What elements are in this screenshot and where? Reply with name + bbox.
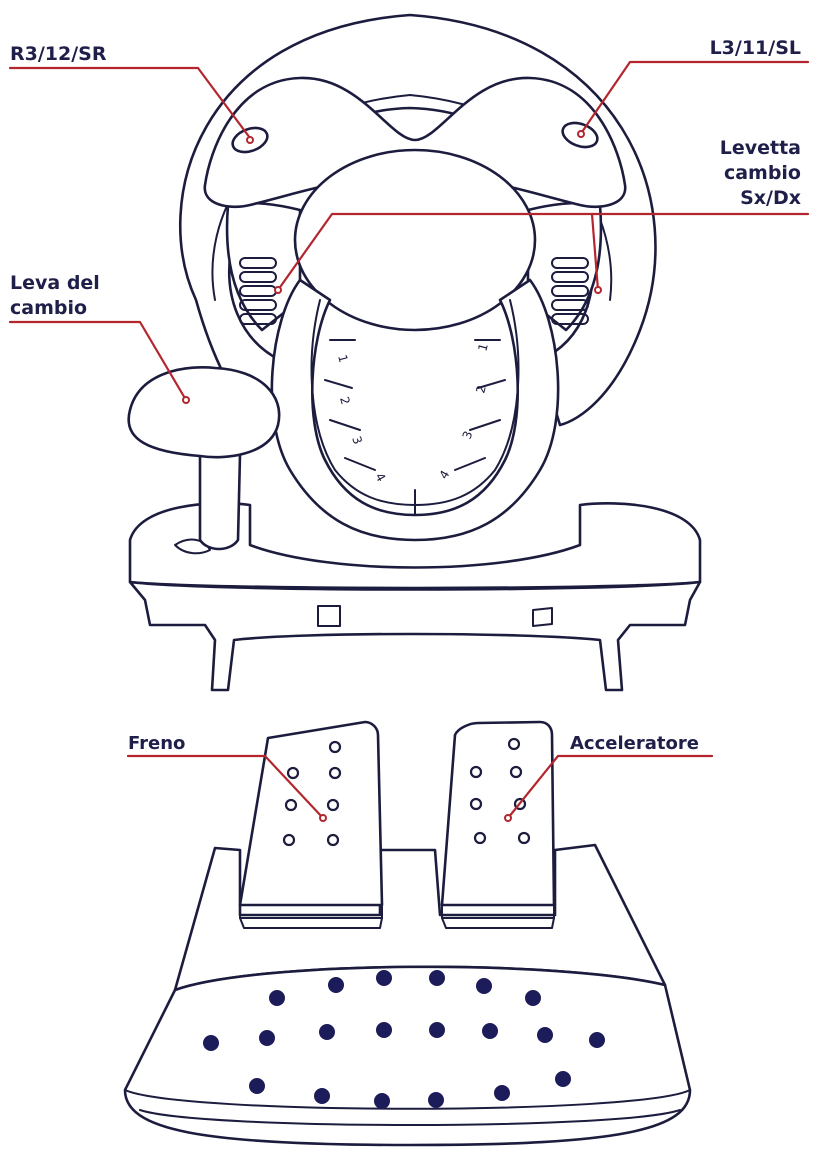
shifter-label-line-1: Leva del xyxy=(10,271,100,296)
shifter-leader-dot xyxy=(183,397,189,403)
right-gear-mark-4: 4 xyxy=(436,468,452,482)
brake-label: Freno xyxy=(128,731,185,756)
right-gear-strip-lines xyxy=(455,340,505,470)
shifter-stem xyxy=(200,455,240,549)
l3-leader-dot xyxy=(578,131,584,137)
accelerator-pedal xyxy=(442,722,554,905)
wheel-center-hub xyxy=(295,150,535,330)
right-gear-mark-1: 1 xyxy=(475,342,491,353)
accelerator-label: Acceleratore xyxy=(570,731,699,756)
left-gear-mark-3: 3 xyxy=(349,434,365,446)
brake-pedal xyxy=(240,722,382,905)
base-front-panel xyxy=(130,582,700,690)
steering-wheel xyxy=(180,15,655,540)
left-gear-mark-1: 1 xyxy=(335,353,351,364)
shifter-knob xyxy=(129,367,280,457)
r3-leader-dot xyxy=(247,137,253,143)
pedal-base-footrest xyxy=(125,967,690,1145)
paddle-label-line-1: Levetta xyxy=(720,136,801,161)
l3-label: L3/11/SL xyxy=(710,36,801,61)
shifter-label: Leva del cambio xyxy=(10,271,100,321)
paddle-leader-dot-left xyxy=(275,287,281,293)
shifter-label-line-2: cambio xyxy=(10,296,100,321)
left-gear-mark-4: 4 xyxy=(372,471,388,485)
brake-leader-dot xyxy=(320,815,326,821)
paddle-label: Levetta cambio Sx/Dx xyxy=(720,136,801,211)
pedal-unit xyxy=(125,722,690,1145)
paddle-leader-dot-right xyxy=(595,287,601,293)
r3-label: R3/12/SR xyxy=(10,42,106,67)
paddle-label-line-3: Sx/Dx xyxy=(720,186,801,211)
paddle-label-line-2: cambio xyxy=(720,161,801,186)
left-gear-mark-2: 2 xyxy=(337,395,353,406)
accelerator-leader-dot xyxy=(505,815,511,821)
right-gear-mark-3: 3 xyxy=(460,429,476,441)
